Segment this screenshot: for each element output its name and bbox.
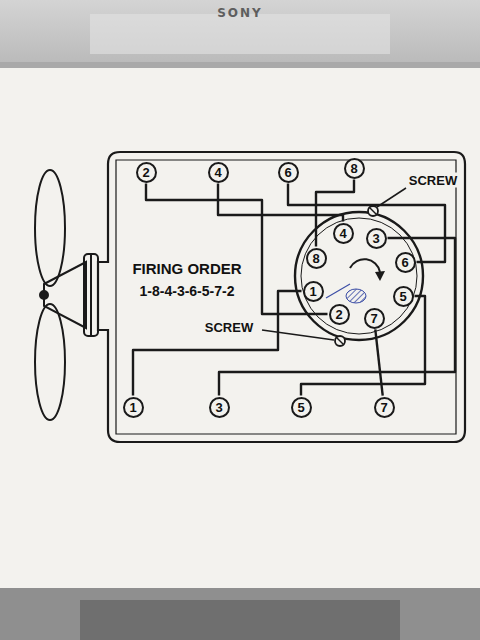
distributor <box>295 206 423 346</box>
spark-plug-wire <box>316 180 354 247</box>
rotation-arrow <box>350 259 380 272</box>
cap-terminal: 6 <box>395 252 416 273</box>
cylinder-number: 7 <box>370 312 377 325</box>
paper-sheet <box>0 68 480 588</box>
pulley <box>84 254 98 336</box>
cap-terminal: 5 <box>393 286 414 307</box>
spark-plug: 8 <box>344 158 365 179</box>
firing-order-sequence: 1-8-4-3-6-5-7-2 <box>140 284 235 299</box>
spark-plug-wire <box>219 238 455 396</box>
cylinder-number: 5 <box>399 290 406 303</box>
pen-stroke <box>326 284 350 298</box>
cylinder-number: 1 <box>129 401 136 414</box>
screen-glare <box>90 14 390 54</box>
cylinder-number: 4 <box>214 166 221 179</box>
cylinder-number: 1 <box>309 285 316 298</box>
spark-plug-wire <box>301 296 425 396</box>
cylinder-number: 4 <box>339 227 346 240</box>
spark-plug-wire <box>375 329 382 395</box>
screw <box>368 206 378 216</box>
fan-blade <box>35 170 65 286</box>
screw-label: SCREW <box>203 320 255 335</box>
cylinder-number: 6 <box>284 166 291 179</box>
laptop-bezel <box>0 0 480 66</box>
pulley-groove <box>90 254 92 336</box>
fan-blade <box>35 304 65 420</box>
cylinder-number: 3 <box>372 232 379 245</box>
spark-plug: 6 <box>278 162 299 183</box>
spark-plug-wire <box>133 291 302 396</box>
spark-plug: 5 <box>291 397 312 418</box>
firing-order-heading: FIRING ORDER <box>132 260 241 277</box>
pen-scribble <box>346 289 366 303</box>
spark-plug-wire <box>218 184 343 222</box>
fan-bolt <box>40 291 48 299</box>
engine-block <box>98 152 465 442</box>
cap-terminal: 1 <box>303 281 324 302</box>
laptop-base <box>0 588 480 640</box>
cylinder-number: 2 <box>142 166 149 179</box>
cylinder-number: 3 <box>215 401 222 414</box>
screw <box>335 336 345 346</box>
cylinder-number: 8 <box>350 162 357 175</box>
screw-label: SCREW <box>407 173 459 188</box>
leader-line <box>262 330 334 340</box>
cylinder-number: 7 <box>380 401 387 414</box>
rotation-arrowhead <box>375 271 385 281</box>
bezel-edge <box>0 62 480 68</box>
cylinder-number: 8 <box>312 252 319 265</box>
fan <box>35 170 98 420</box>
keyboard-area <box>80 600 400 640</box>
cylinder-number: 2 <box>335 308 342 321</box>
spark-plug: 4 <box>208 162 229 183</box>
cap-terminal: 2 <box>329 304 350 325</box>
fan-hub <box>44 262 86 328</box>
spark-plug: 7 <box>374 397 395 418</box>
cap-terminal: 8 <box>306 248 327 269</box>
distributor-cap <box>295 212 423 340</box>
block-inner-outline <box>116 160 456 434</box>
cap-terminal: 7 <box>364 308 385 329</box>
spark-plug: 2 <box>136 162 157 183</box>
block-outline <box>98 152 465 442</box>
screw-slot <box>336 337 344 345</box>
cap-terminal: 3 <box>366 228 387 249</box>
screw-slot <box>369 207 377 215</box>
brand-logo: SONY <box>217 6 263 20</box>
cylinder-number: 5 <box>297 401 304 414</box>
spark-plug: 3 <box>209 397 230 418</box>
spark-plug: 1 <box>123 397 144 418</box>
cap-terminal: 4 <box>333 223 354 244</box>
cap-rim <box>301 218 417 334</box>
cylinder-number: 6 <box>401 256 408 269</box>
